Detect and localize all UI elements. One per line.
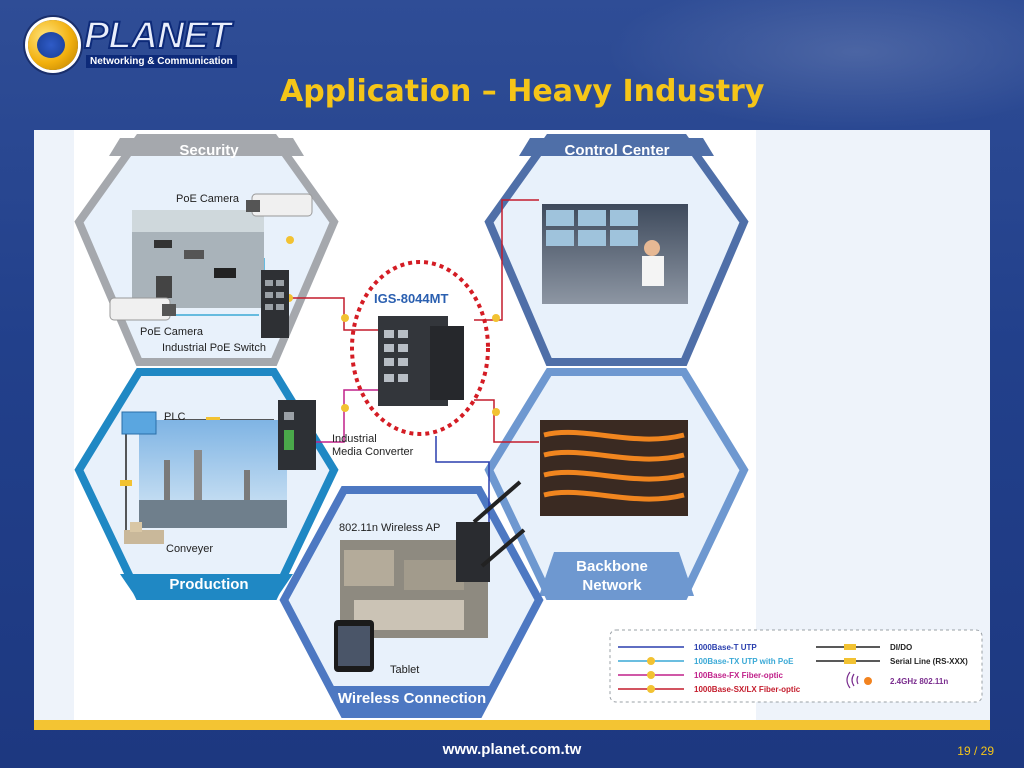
- core-switch-igs-8044mt: [350, 260, 490, 436]
- poe-camera-top-label: PoE Camera: [176, 193, 240, 205]
- conveyer-icon: [124, 522, 164, 544]
- hex-backbone-label-2: Network: [582, 577, 642, 594]
- plc-label: PLC: [164, 411, 185, 423]
- slide-title: Application – Heavy Industry: [280, 74, 765, 109]
- planet-logo: PLANET Networking & Communication: [28, 15, 237, 74]
- hex-control-center-label: Control Center: [565, 142, 670, 159]
- legend-item-100base-tx-poe: 100Base-TX UTP with PoE: [694, 657, 794, 666]
- media-converter-icon: [278, 400, 316, 470]
- legend-item-wifi: 2.4GHz 802.11n: [890, 677, 948, 686]
- tablet-label: Tablet: [390, 664, 419, 676]
- hex-security-label: Security: [179, 142, 239, 159]
- server-rack-photo: [540, 420, 688, 516]
- page-number: 19 / 29: [957, 744, 994, 758]
- footer-url: www.planet.com.tw: [442, 741, 582, 758]
- legend-item-1000base-t: 1000Base-T UTP: [694, 643, 757, 652]
- industrial-poe-switch-label: Industrial PoE Switch: [162, 342, 266, 354]
- refinery-photo: [139, 420, 287, 528]
- conveyer-label: Conveyer: [166, 543, 213, 555]
- poe-camera-bottom-label: PoE Camera: [140, 326, 204, 338]
- logo-brand: PLANET: [83, 15, 232, 57]
- globe-icon: [28, 20, 78, 70]
- hex-production-label: Production: [169, 576, 248, 593]
- header-decoration: [604, 0, 1024, 130]
- parking-lot-photo: [132, 210, 264, 308]
- warehouse-photo: [340, 540, 488, 638]
- legend-item-100base-fx: 100Base-FX Fiber-optic: [694, 671, 783, 680]
- media-converter-label-2: Media Converter: [332, 446, 414, 458]
- network-diagram: Security Control Center Production Backb…: [34, 130, 990, 720]
- core-switch-label: IGS-8044MT: [374, 291, 448, 306]
- legend-item-serial-line: Serial Line (RS-XXX): [890, 657, 968, 666]
- legend-item-di-do: DI/DO: [890, 643, 912, 652]
- hex-wireless-label: Wireless Connection: [338, 690, 486, 707]
- poe-camera-top-icon: [246, 193, 313, 217]
- wireless-ap-label: 802.11n Wireless AP: [339, 522, 440, 534]
- industrial-poe-switch-icon: [261, 270, 289, 338]
- media-converter-label-1: Industrial: [332, 433, 377, 445]
- poe-camera-bottom-icon: [109, 297, 176, 321]
- tablet-icon: [334, 620, 374, 672]
- diagram-panel: Security Control Center Production Backb…: [34, 130, 990, 730]
- wireless-ap-icon: [456, 480, 526, 582]
- logo-tagline: Networking & Communication: [86, 55, 237, 68]
- wifi-signal-icon: [846, 671, 872, 689]
- hex-backbone-label-1: Backbone: [576, 558, 648, 575]
- plc-icon: [121, 411, 157, 435]
- control-room-photo: [542, 204, 688, 304]
- legend: 1000Base-T UTP 100Base-TX UTP with PoE 1…: [609, 629, 983, 703]
- legend-item-1000base-sx-lx: 1000Base-SX/LX Fiber-optic: [694, 685, 801, 694]
